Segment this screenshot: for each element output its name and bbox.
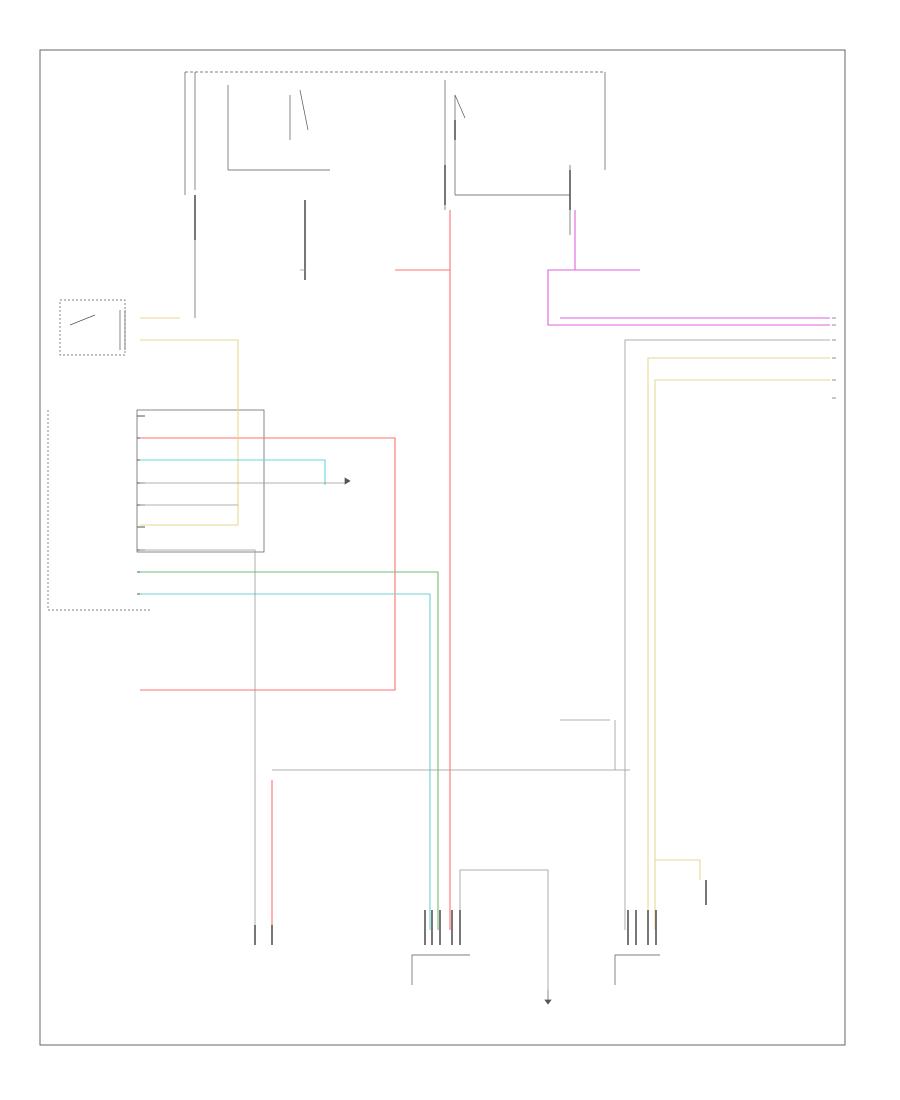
wire-yellow: [140, 317, 830, 930]
bottom-component-outlines: [344, 477, 660, 1005]
overdrive-switch-relay: [444, 80, 571, 235]
ignition-switch: [227, 85, 330, 171]
wire-cyan-green: [140, 459, 439, 930]
clutch-switch: [59, 240, 196, 356]
diagram-frame: [39, 49, 846, 1046]
right-wire-ends: [832, 317, 836, 399]
wire-pink: [547, 210, 830, 326]
bottom-connectors: [254, 880, 707, 945]
wire-red: [140, 210, 451, 930]
top-power-bus: [184, 71, 606, 195]
left-fuse-connectors: [194, 195, 306, 280]
pcm-connector-block: [47, 409, 265, 611]
wire-grey: [140, 269, 830, 990]
